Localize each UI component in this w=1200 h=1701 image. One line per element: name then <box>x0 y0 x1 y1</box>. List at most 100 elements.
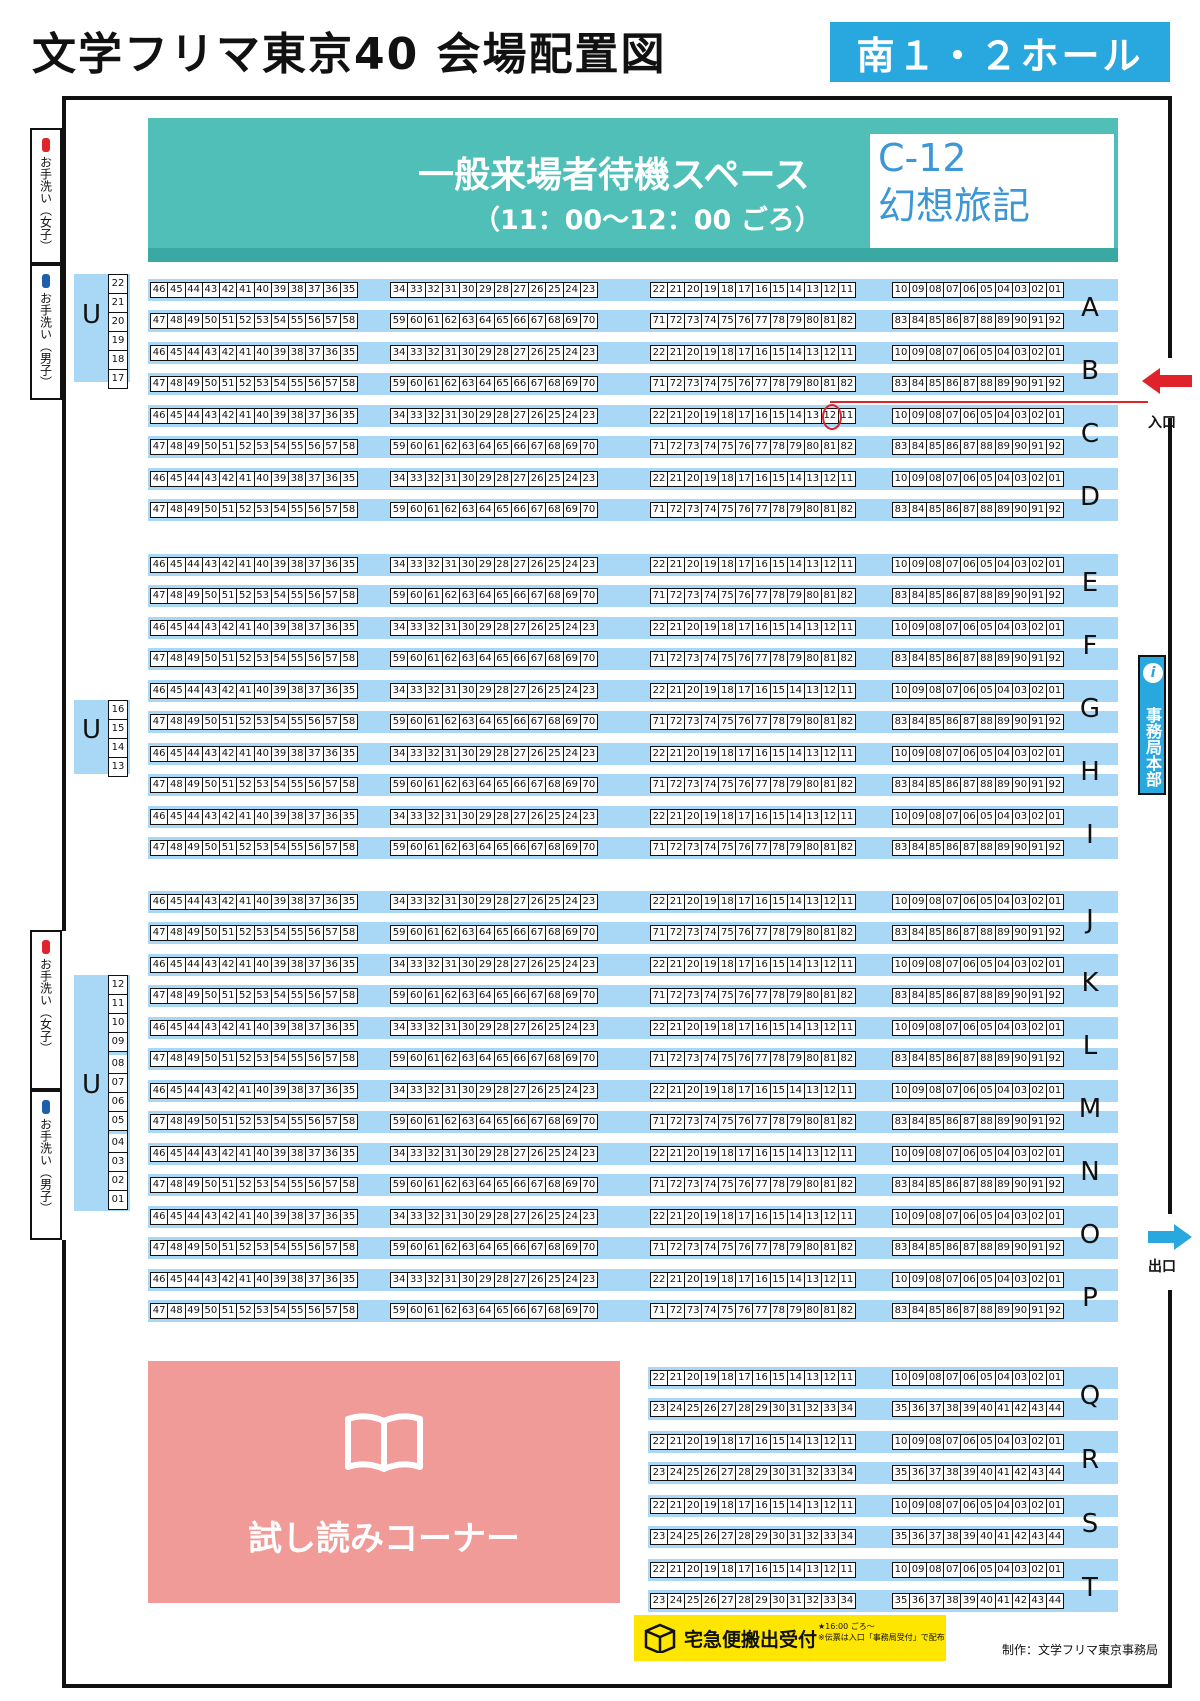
booth-number[interactable]: 67 <box>529 440 547 454</box>
booth-number[interactable]: 39 <box>272 1147 289 1161</box>
booth-number[interactable]: 08 <box>927 558 945 572</box>
booth-number[interactable]: 06 <box>961 747 979 761</box>
booth-number[interactable]: 22 <box>651 810 669 824</box>
booth-number[interactable]: 23 <box>582 1274 596 1285</box>
booth-number[interactable]: 65 <box>495 503 512 517</box>
booth-number[interactable]: 65 <box>495 377 512 391</box>
booth-number[interactable]: 27 <box>512 472 529 486</box>
booth-number[interactable]: 41 <box>237 810 255 824</box>
booth-number[interactable]: 15 <box>771 1371 788 1385</box>
booth-number[interactable]: 82 <box>840 378 854 389</box>
booth-number[interactable]: 10 <box>893 747 911 761</box>
booth-number[interactable]: 55 <box>289 1304 307 1318</box>
booth-number[interactable]: 03 <box>1013 895 1030 909</box>
booth-number[interactable]: 51 <box>220 377 238 391</box>
booth-number[interactable]: 80 <box>805 1052 822 1066</box>
booth-number[interactable]: 27 <box>512 346 529 360</box>
booth-number[interactable]: 20 <box>685 558 703 572</box>
booth-number[interactable]: 18 <box>719 472 737 486</box>
booth-number[interactable]: 05 <box>978 747 996 761</box>
booth-number[interactable]: 90 <box>1013 989 1030 1003</box>
booth-number[interactable]: 04 <box>996 1273 1013 1287</box>
booth-number[interactable]: 24 <box>564 810 581 824</box>
booth-number[interactable]: 74 <box>702 778 720 792</box>
booth-number[interactable]: 55 <box>289 377 307 391</box>
booth-number[interactable]: 24 <box>564 958 581 972</box>
booth-number[interactable]: 45 <box>168 1273 186 1287</box>
booth-number[interactable]: 18 <box>719 1084 737 1098</box>
booth-number[interactable]: 45 <box>168 346 186 360</box>
booth-number[interactable]: 73 <box>685 989 703 1003</box>
booth-number[interactable]: 36 <box>324 283 341 297</box>
booth-number[interactable]: 04 <box>996 409 1013 423</box>
booth-number[interactable]: 66 <box>512 1304 529 1318</box>
booth-number[interactable]: 51 <box>220 715 238 729</box>
booth-number[interactable]: 28 <box>495 1084 512 1098</box>
booth-number[interactable]: 02 <box>1030 895 1047 909</box>
booth-number[interactable]: 85 <box>927 503 945 517</box>
booth-number[interactable]: 22 <box>651 283 669 297</box>
booth-number[interactable]: 69 <box>564 1178 581 1192</box>
booth-number[interactable]: 13 <box>805 747 822 761</box>
booth-number[interactable]: 69 <box>564 314 581 328</box>
booth-number[interactable]: 66 <box>512 989 529 1003</box>
booth-number[interactable]: 90 <box>1013 1052 1030 1066</box>
booth-number[interactable]: 77 <box>753 503 771 517</box>
booth-number[interactable]: 47 <box>151 989 169 1003</box>
booth-number[interactable]: 48 <box>168 377 186 391</box>
booth-number[interactable]: 18 <box>719 1435 737 1449</box>
booth-number[interactable]: 02 <box>1030 409 1047 423</box>
booth-number[interactable]: 36 <box>324 810 341 824</box>
booth-number[interactable]: 05 <box>978 1499 996 1513</box>
booth-number[interactable]: 27 <box>512 895 529 909</box>
booth-number[interactable]: 39 <box>272 958 289 972</box>
booth-number[interactable]: 45 <box>168 684 186 698</box>
booth-number[interactable]: 31 <box>443 621 460 635</box>
booth-number[interactable]: 40 <box>255 621 272 635</box>
booth-number[interactable]: 32 <box>426 558 443 572</box>
booth-number[interactable]: 28 <box>495 747 512 761</box>
booth-number[interactable]: 30 <box>460 558 478 572</box>
booth-number[interactable]: 28 <box>495 684 512 698</box>
booth-number[interactable]: 31 <box>443 958 460 972</box>
booth-number[interactable]: 22 <box>651 684 669 698</box>
booth-number[interactable]: 05 <box>978 1210 996 1224</box>
booth-number[interactable]: 26 <box>529 1210 547 1224</box>
booth-number[interactable]: 29 <box>477 472 495 486</box>
booth-number[interactable]: 40 <box>255 684 272 698</box>
booth-number[interactable]: 84 <box>910 314 928 328</box>
booth-number[interactable]: 54 <box>272 841 289 855</box>
booth-number[interactable]: 83 <box>893 841 911 855</box>
booth-number[interactable]: 01 <box>1048 1211 1062 1222</box>
booth-number[interactable]: 59 <box>391 503 409 517</box>
booth-number[interactable]: 02 <box>1030 1371 1047 1385</box>
booth-number[interactable]: 38 <box>289 747 307 761</box>
booth-number[interactable]: 22 <box>651 895 669 909</box>
booth-number[interactable]: 60 <box>408 1304 426 1318</box>
booth-number[interactable]: 44 <box>186 747 203 761</box>
booth-number[interactable]: 18 <box>719 409 737 423</box>
booth-number[interactable]: 81 <box>822 715 839 729</box>
booth-number[interactable]: 12 <box>822 1147 839 1161</box>
booth-number[interactable]: 43 <box>203 747 220 761</box>
booth-number[interactable]: 43 <box>203 1210 220 1224</box>
booth-number[interactable]: 48 <box>168 503 186 517</box>
booth-number[interactable]: 04 <box>996 1371 1013 1385</box>
booth-number[interactable]: 06 <box>961 1210 979 1224</box>
booth-number[interactable]: 32 <box>426 1021 443 1035</box>
booth-number[interactable]: 62 <box>443 377 460 391</box>
booth-number[interactable]: 71 <box>651 841 669 855</box>
booth-number[interactable]: 65 <box>495 1241 512 1255</box>
booth-number[interactable]: 89 <box>996 503 1013 517</box>
booth-number[interactable]: 83 <box>893 1052 911 1066</box>
booth-number[interactable]: 57 <box>324 926 341 940</box>
booth-number[interactable]: 69 <box>564 989 581 1003</box>
booth-number[interactable]: 51 <box>220 314 238 328</box>
booth-number[interactable]: 70 <box>582 1305 596 1316</box>
booth-number[interactable]: 25 <box>546 472 564 486</box>
booth-number[interactable]: 87 <box>961 778 979 792</box>
booth-number[interactable]: 86 <box>944 1115 962 1129</box>
booth-number[interactable]: 30 <box>771 1594 788 1608</box>
booth-number[interactable]: 13 <box>805 472 822 486</box>
booth-number[interactable]: 30 <box>460 346 478 360</box>
